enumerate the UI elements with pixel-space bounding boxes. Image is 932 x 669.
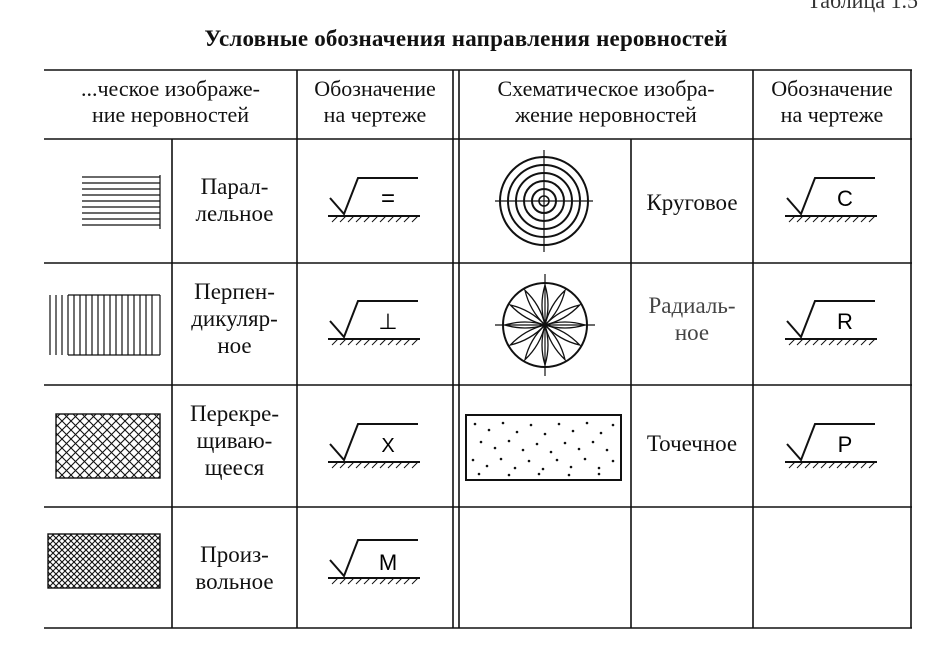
table-number: Таблица 1.5 [807, 0, 918, 13]
symbol-label: P [838, 432, 853, 457]
roughness-symbol-radial: R [785, 300, 877, 346]
roughness-symbol-dotted: P [785, 423, 877, 469]
header-left-symbol: Обозначение на чертеже [314, 76, 436, 127]
symbol-label: = [381, 185, 395, 212]
radial-star-icon [495, 274, 595, 376]
roughness-symbol-crossing: X [328, 423, 420, 469]
concentric-circles-icon [495, 150, 593, 252]
header-right-schematic: Схематическое изобра- жение неровностей [497, 76, 715, 127]
row-name-circular: Круговое [646, 190, 738, 215]
header-right-symbol: Обозначение на чертеже [771, 76, 893, 127]
dense-crosshatch-icon [47, 533, 161, 589]
parallel-lines-icon [82, 175, 161, 229]
header-left-schematic: ...ческое изображе- ние неровностей [80, 76, 261, 127]
roughness-symbol-parallel: = [328, 177, 420, 223]
row-name-crossing: Перекре- щиваю- щееся [189, 401, 280, 480]
row-name-dotted: Точечное [646, 431, 738, 456]
symbol-label: C [837, 186, 853, 211]
symbol-label: X [381, 435, 394, 457]
row-name-arbitrary: Произ- вольное [195, 542, 274, 594]
symbol-label: M [379, 550, 397, 575]
roughness-symbol-arbitrary: M [328, 539, 420, 585]
roughness-symbol-circular: C [785, 177, 877, 223]
symbol-label: ⊥ [378, 309, 397, 334]
dotted-rectangle-icon [465, 414, 622, 481]
row-name-parallel: Парал- лельное [195, 174, 274, 226]
crosshatch-icon [55, 413, 161, 479]
row-name-perpendicular: Перпен- дикуляр- ное [191, 279, 278, 358]
roughness-symbol-perpendicular: ⊥ [328, 300, 420, 346]
table-title: Условные обозначения направления неровно… [204, 26, 728, 51]
vertical-lines-icon [49, 294, 161, 356]
symbol-label: R [837, 309, 853, 334]
row-name-radial: Радиаль- ное [648, 293, 736, 345]
